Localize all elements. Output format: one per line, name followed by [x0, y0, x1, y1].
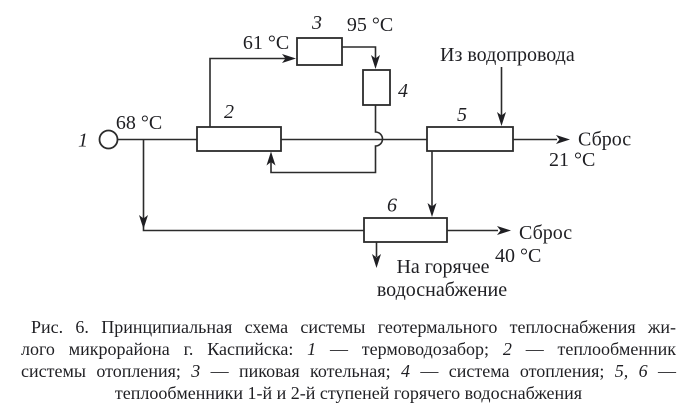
- caption-text: теплообменники 1-й и 2-й ступеней горяче…: [114, 383, 583, 403]
- node-2-label: 2: [224, 101, 234, 123]
- pipe-hx2-to-boiler: [209, 57, 288, 127]
- node-5-label: 5: [457, 104, 467, 126]
- heat-exchanger-6-box: [363, 217, 448, 243]
- caption-ref-number: 1: [307, 339, 317, 359]
- boiler-outlet-temp-label: 95 °C: [347, 14, 393, 36]
- arrowhead-hot-water-out: [372, 254, 381, 268]
- arrowhead-into-boiler: [282, 54, 296, 63]
- caption-ref-number: 2: [502, 339, 512, 359]
- heat-exchanger-5-box: [426, 126, 514, 152]
- caption-ref-number: 4: [400, 361, 410, 381]
- from-water-supply-label: Из водопровода: [440, 44, 575, 66]
- arrowhead-discharge-top: [556, 135, 570, 144]
- caption-text: системы отопления;: [21, 361, 192, 381]
- arrowhead-into-hx5: [497, 112, 506, 126]
- caption-text: — теплообменник: [511, 339, 677, 359]
- heat-exchanger-2-box: [196, 126, 282, 152]
- caption-text: лого микрорайона г. Каспийска:: [21, 339, 308, 359]
- arrowhead-into-heating: [371, 55, 380, 69]
- node-4-label: 4: [398, 80, 408, 102]
- node-1-label: 1: [78, 130, 88, 152]
- boiler-inlet-temp-label: 61 °C: [243, 32, 289, 54]
- discharge-top-temp-label: 21 °C: [549, 149, 595, 171]
- source-temp-label: 68 °C: [116, 112, 162, 134]
- arrowhead-into-hx2: [266, 151, 276, 166]
- caption-line-2: лого микрорайона г. Каспийска: 1 — термо…: [21, 338, 676, 360]
- discharge-top-label: Сброс: [578, 129, 631, 151]
- figure-caption: Рис. 6. Принципиальная схема системы гео…: [21, 316, 676, 404]
- caption-ref-number: 5, 6: [614, 361, 648, 381]
- caption-ref-number: 3: [191, 361, 201, 381]
- pipe-heating-return: [270, 105, 384, 174]
- discharge-bottom-label: Сброс: [519, 222, 572, 244]
- caption-line-4: теплообменники 1-й и 2-й ступеней горяче…: [21, 382, 676, 404]
- to-hot-water-label-line1: На горячее: [396, 256, 489, 278]
- arrowhead-into-hx6-top: [427, 203, 437, 217]
- caption-text: — термоводозабор;: [316, 339, 503, 359]
- caption-text: — пиковая котельная;: [200, 361, 401, 381]
- well-node-circle: [98, 129, 119, 150]
- node-6-label: 6: [387, 195, 397, 217]
- arrowhead-bypass-down: [139, 215, 148, 229]
- to-hot-water-label-line2: водоснабжение: [377, 279, 507, 301]
- caption-text: Рис. 6. Принципиальная схема системы гео…: [31, 317, 676, 337]
- pipe-boiler-to-heating: [342, 46, 377, 60]
- discharge-bottom-temp-label: 40 °C: [495, 245, 541, 267]
- pipe-bypass-to-hx6: [142, 139, 364, 232]
- caption-text: — система отопления;: [409, 361, 615, 381]
- caption-line-3: системы отопления; 3 — пиковая котельная…: [21, 360, 676, 382]
- schematic-diagram: 1 68 °C 61 °C 3 95 °C 4 2 Из водопровода: [78, 12, 631, 301]
- node-3-label: 3: [311, 12, 322, 34]
- caption-text: —: [647, 361, 677, 381]
- heating-system-4-box: [362, 69, 391, 106]
- peak-boiler-3-box: [296, 37, 343, 66]
- arrowhead-discharge-bottom: [497, 226, 511, 235]
- caption-line-1: Рис. 6. Принципиальная схема системы гео…: [21, 316, 676, 338]
